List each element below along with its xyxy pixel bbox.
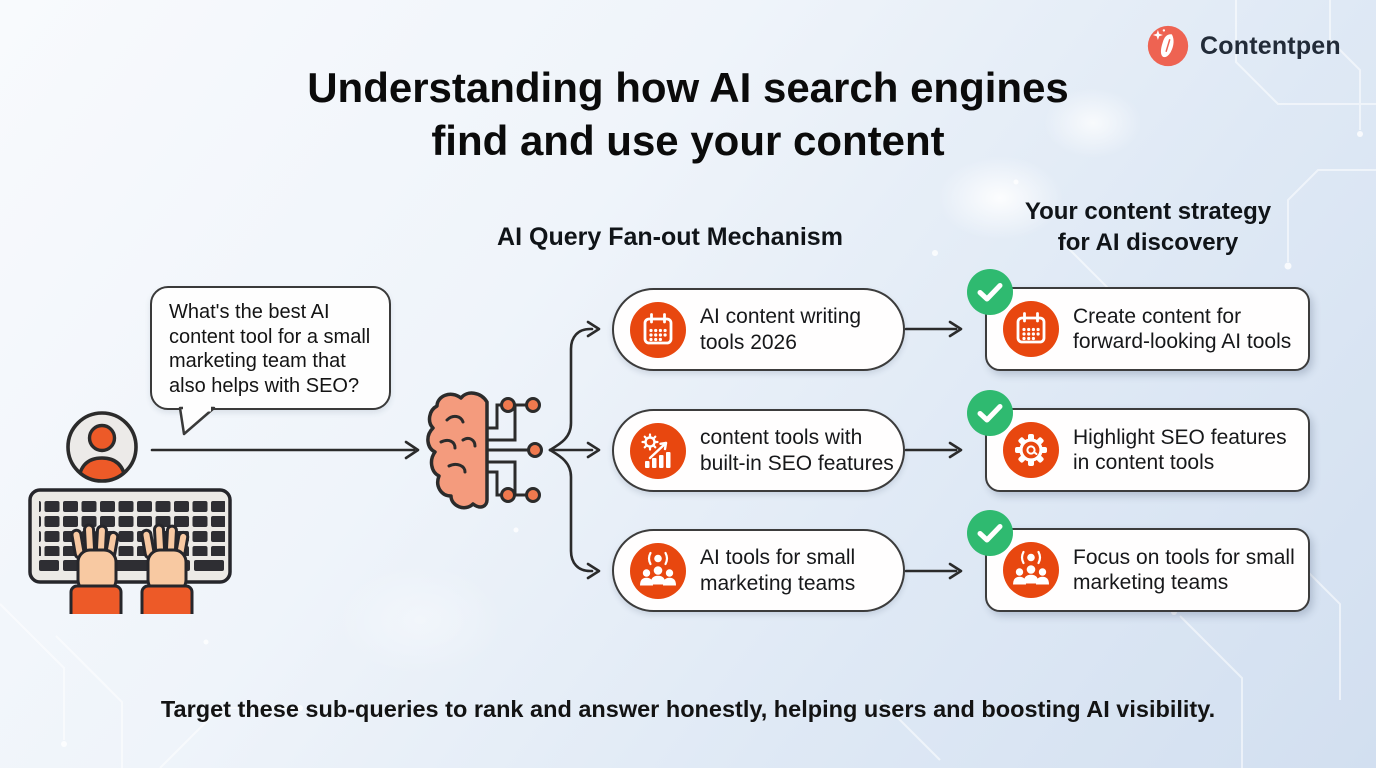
strategy-text: Create content for forward-looking AI to… bbox=[1073, 304, 1292, 353]
speech-bubble-text: What's the best AI content tool for a sm… bbox=[169, 301, 371, 397]
fanout-branch-bottom bbox=[548, 448, 594, 573]
fanout-branch-top bbox=[548, 327, 594, 452]
query-text: AI tools for small marketing teams bbox=[700, 546, 856, 595]
keyboard-typing-hands-icon bbox=[28, 488, 232, 614]
user-speech-bubble: What's the best AI content tool for a sm… bbox=[150, 286, 391, 410]
query-pill-3: AI tools for small marketing teams bbox=[612, 529, 905, 612]
strategy-text: Highlight SEO features in content tools bbox=[1073, 425, 1287, 474]
query-pill-1: AI content writing tools 2026 bbox=[612, 288, 905, 371]
fanout-heading: AI Query Fan-out Mechanism bbox=[497, 223, 843, 251]
query-pill-2: content tools with built-in SEO features bbox=[612, 409, 905, 492]
strategy-heading-line-1: Your content strategy bbox=[1024, 198, 1272, 225]
brand-name: Contentpen bbox=[1200, 31, 1341, 60]
query-text: content tools with built-in SEO features bbox=[700, 426, 894, 475]
marketing-team-icon bbox=[1003, 542, 1059, 598]
speech-bubble-tail bbox=[178, 405, 216, 436]
seo-gear-icon bbox=[1003, 422, 1059, 478]
calendar-icon bbox=[1003, 301, 1059, 357]
brand-logo: Contentpen bbox=[1146, 24, 1341, 68]
marketing-team-icon bbox=[630, 542, 686, 599]
footer-note: Target these sub-queries to rank and ans… bbox=[160, 696, 1216, 722]
strategy-card-3: Focus on tools for small marketing teams bbox=[985, 528, 1310, 612]
ai-brain-circuit-icon bbox=[426, 391, 543, 510]
check-icon bbox=[967, 510, 1013, 556]
title-line-2: find and use your content bbox=[431, 116, 945, 164]
title-line-1: Understanding how AI search engines bbox=[307, 64, 1069, 111]
check-icon bbox=[967, 269, 1013, 315]
strategy-card-2: Highlight SEO features in content tools bbox=[985, 408, 1310, 492]
page-title: Understanding how AI search engines find… bbox=[0, 62, 1376, 168]
check-icon bbox=[967, 390, 1013, 436]
strategy-heading: Your content strategy for AI discovery bbox=[978, 196, 1318, 258]
calendar-icon bbox=[630, 301, 686, 358]
pen-sparkle-icon bbox=[1147, 25, 1189, 67]
query-text: AI content writing tools 2026 bbox=[700, 305, 862, 354]
strategy-text: Focus on tools for small marketing teams bbox=[1073, 545, 1295, 594]
strategy-heading-line-2: for AI discovery bbox=[1057, 229, 1239, 257]
person-avatar-icon bbox=[66, 411, 138, 483]
strategy-card-1: Create content for forward-looking AI to… bbox=[985, 287, 1310, 371]
seo-analytics-icon bbox=[630, 422, 686, 479]
